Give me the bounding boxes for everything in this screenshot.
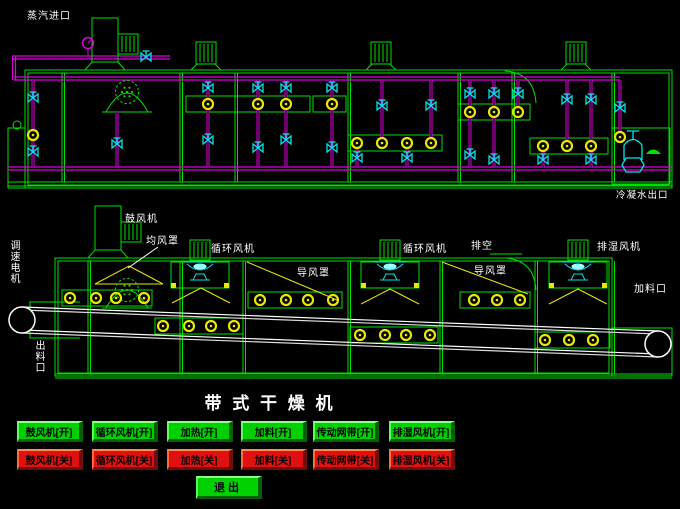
feeding-on-button[interactable]: 加料[开] bbox=[241, 421, 307, 442]
roller-icon bbox=[279, 293, 293, 307]
roller-icon bbox=[378, 328, 392, 342]
band bbox=[61, 289, 153, 307]
roller-icon bbox=[562, 333, 576, 347]
circulation-fan-left-label: 循环风机 bbox=[211, 244, 255, 255]
band bbox=[312, 95, 347, 113]
heating-on-button[interactable]: 加热[开] bbox=[167, 421, 233, 442]
roller-icon bbox=[227, 319, 241, 333]
guide-hood-right-label: 导风罩 bbox=[474, 266, 507, 277]
roller-icon bbox=[490, 293, 504, 307]
air-hood-label: 均风罩 bbox=[146, 236, 179, 247]
flange-icon bbox=[424, 136, 438, 150]
roller-icon bbox=[586, 333, 600, 347]
circulation-fan-off-button[interactable]: 循环风机[关] bbox=[92, 449, 158, 470]
discharge-port-label: 出料口 bbox=[33, 340, 44, 373]
flange-icon bbox=[350, 136, 364, 150]
roller-icon bbox=[353, 328, 367, 342]
flange-icon bbox=[251, 97, 265, 111]
roller-icon bbox=[423, 328, 437, 342]
steam-trap bbox=[621, 130, 645, 173]
flange-icon bbox=[201, 97, 215, 111]
flange-icon bbox=[487, 105, 501, 119]
belt-drive-off-button[interactable]: 传动网带[关] bbox=[313, 449, 379, 470]
roller-icon bbox=[182, 319, 196, 333]
flange-icon bbox=[613, 130, 627, 144]
roller-icon bbox=[538, 333, 552, 347]
exhaust-fan-on-button[interactable]: 排湿风机[开] bbox=[389, 421, 455, 442]
roller-icon bbox=[467, 293, 481, 307]
steam-inlet-label: 蒸汽进口 bbox=[27, 11, 71, 22]
band bbox=[529, 137, 609, 155]
condensate-outlet-label: 冷凝水出口 bbox=[616, 190, 669, 201]
machine-frames bbox=[7, 69, 673, 379]
flange-icon bbox=[584, 139, 598, 153]
fan-wheel-icon bbox=[115, 80, 139, 104]
belt-drive-on-button[interactable]: 传动网带[开] bbox=[313, 421, 379, 442]
air-hoods bbox=[94, 261, 608, 305]
band bbox=[247, 291, 343, 309]
band bbox=[185, 95, 311, 113]
equipment bbox=[15, 17, 665, 352]
flange-icon bbox=[463, 105, 477, 119]
circulation-fan-icon bbox=[373, 239, 407, 281]
flange-icon bbox=[279, 97, 293, 111]
feed-port-label: 加料口 bbox=[634, 284, 667, 295]
roller-icon bbox=[156, 319, 170, 333]
flange-icon bbox=[400, 136, 414, 150]
drain-mound bbox=[646, 149, 661, 154]
feeding-off-button[interactable]: 加料[关] bbox=[241, 449, 307, 470]
heating-off-button[interactable]: 加热[关] bbox=[167, 449, 233, 470]
speed-motor-label: 调速电机 bbox=[8, 240, 19, 284]
moisture-exhaust-fan-label: 排湿风机 bbox=[597, 242, 641, 253]
circulation-fan-icon bbox=[561, 239, 595, 281]
roller-icon bbox=[253, 293, 267, 307]
roller-icon bbox=[399, 328, 413, 342]
exit-button[interactable]: 退出 bbox=[196, 476, 262, 499]
guide-hood-left-label: 导风罩 bbox=[297, 268, 330, 279]
page-title: 带 式 干 燥 机 bbox=[204, 394, 336, 413]
circulation-fan-on-button[interactable]: 循环风机[开] bbox=[92, 421, 158, 442]
roller-icon bbox=[301, 293, 315, 307]
blower-label: 鼓风机 bbox=[125, 214, 158, 225]
roller-icon bbox=[89, 291, 103, 305]
hood-pointer-line bbox=[127, 246, 159, 269]
blower-off-button[interactable]: 鼓风机[关] bbox=[17, 449, 83, 470]
roof-fan-icon bbox=[365, 41, 397, 71]
roller-icon bbox=[204, 319, 218, 333]
blower-on-button[interactable]: 鼓风机[开] bbox=[17, 421, 83, 442]
roof-fan-icon bbox=[190, 41, 222, 71]
roof-fan-icon bbox=[560, 41, 592, 71]
vent-label: 排空 bbox=[471, 241, 493, 252]
circulation-fan-right-label: 循环风机 bbox=[403, 244, 447, 255]
flange-icon bbox=[325, 97, 339, 111]
flange-icon bbox=[536, 139, 550, 153]
conveyor-belt bbox=[8, 306, 672, 358]
roller-icon bbox=[513, 293, 527, 307]
flange-icon bbox=[26, 128, 40, 142]
band bbox=[459, 291, 531, 309]
exhaust-fan-off-button[interactable]: 排湿风机[关] bbox=[389, 449, 455, 470]
flange-icon bbox=[375, 136, 389, 150]
flange-icon bbox=[560, 139, 574, 153]
